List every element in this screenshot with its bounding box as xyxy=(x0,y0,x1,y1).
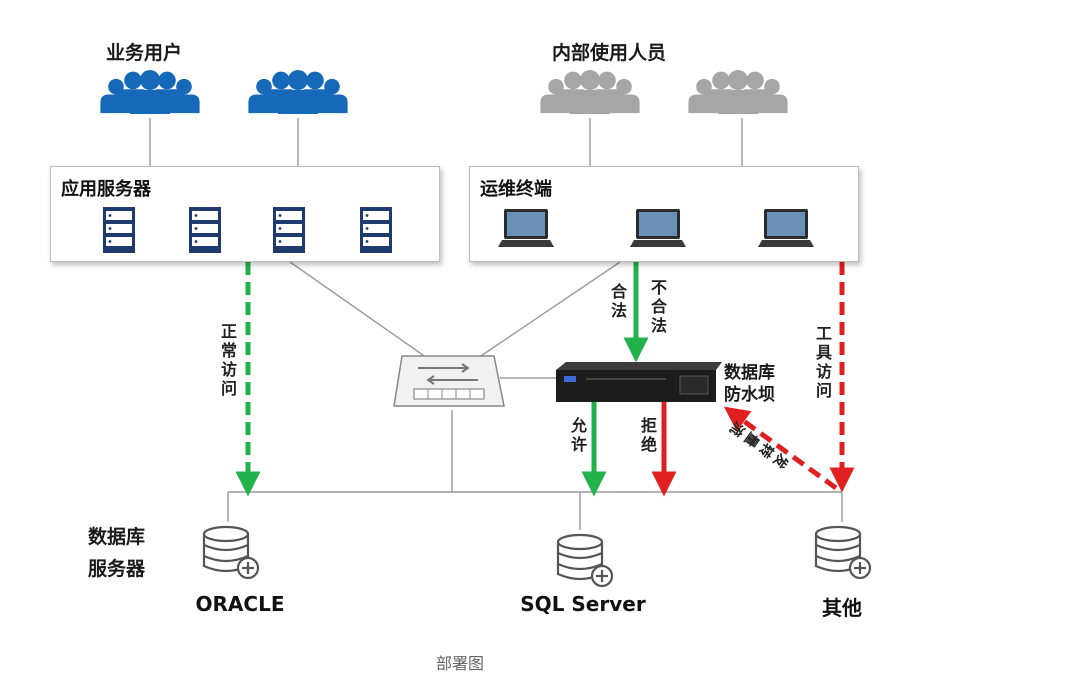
db-server-label-line2: 服务器 xyxy=(88,558,146,580)
traffic-forward-arrow xyxy=(723,406,838,491)
internal-staff-label: 内部使用人员 xyxy=(552,42,667,64)
db-name-other: 其他 xyxy=(822,596,862,620)
other-database-icon xyxy=(814,525,872,580)
business-user-group-1 xyxy=(100,70,199,114)
figure-caption: 部署图 xyxy=(436,654,485,673)
illegal-label: 不合法 xyxy=(650,278,667,335)
internal-user-group-1 xyxy=(540,70,639,114)
rack-server-icon xyxy=(360,207,392,253)
sqlserver-database-icon xyxy=(556,533,614,588)
rack-server-icon xyxy=(189,207,221,253)
reject-label: 拒绝 xyxy=(640,416,657,454)
db-name-sqlserver: SQL Server xyxy=(520,592,646,616)
database-firewall-appliance-icon xyxy=(556,362,722,402)
app-server-title: 应用服务器 xyxy=(61,179,151,200)
app-server-box: 应用服务器 xyxy=(50,166,440,262)
firewall-label-line2: 防水坝 xyxy=(724,385,775,405)
network-switch-icon xyxy=(393,355,505,407)
laptop-icon xyxy=(758,209,814,247)
connector-lines xyxy=(149,118,843,530)
oracle-database-icon xyxy=(202,525,260,580)
db-name-oracle: ORACLE xyxy=(195,592,285,616)
ops-terminal-title: 运维终端 xyxy=(480,179,552,200)
rack-server-icon xyxy=(103,207,135,253)
internal-user-group-2 xyxy=(688,70,787,114)
business-user-group-2 xyxy=(248,70,347,114)
rack-server-icon xyxy=(273,207,305,253)
laptop-icon xyxy=(630,209,686,247)
firewall-label-line1: 数据库 xyxy=(724,363,775,383)
tool-access-label: 工具 访问 xyxy=(815,324,832,400)
business-users-label: 业务用户 xyxy=(106,42,183,64)
allow-label: 允许 xyxy=(570,416,587,454)
legal-label: 合法 xyxy=(610,282,627,320)
db-server-label-line1: 数据库 xyxy=(88,526,146,548)
laptop-icon xyxy=(498,209,554,247)
ops-terminal-box: 运维终端 xyxy=(469,166,859,262)
app-server-racks xyxy=(103,207,392,253)
ops-terminal-laptops xyxy=(498,209,814,247)
normal-access-label: 正常 访问 xyxy=(220,322,237,398)
